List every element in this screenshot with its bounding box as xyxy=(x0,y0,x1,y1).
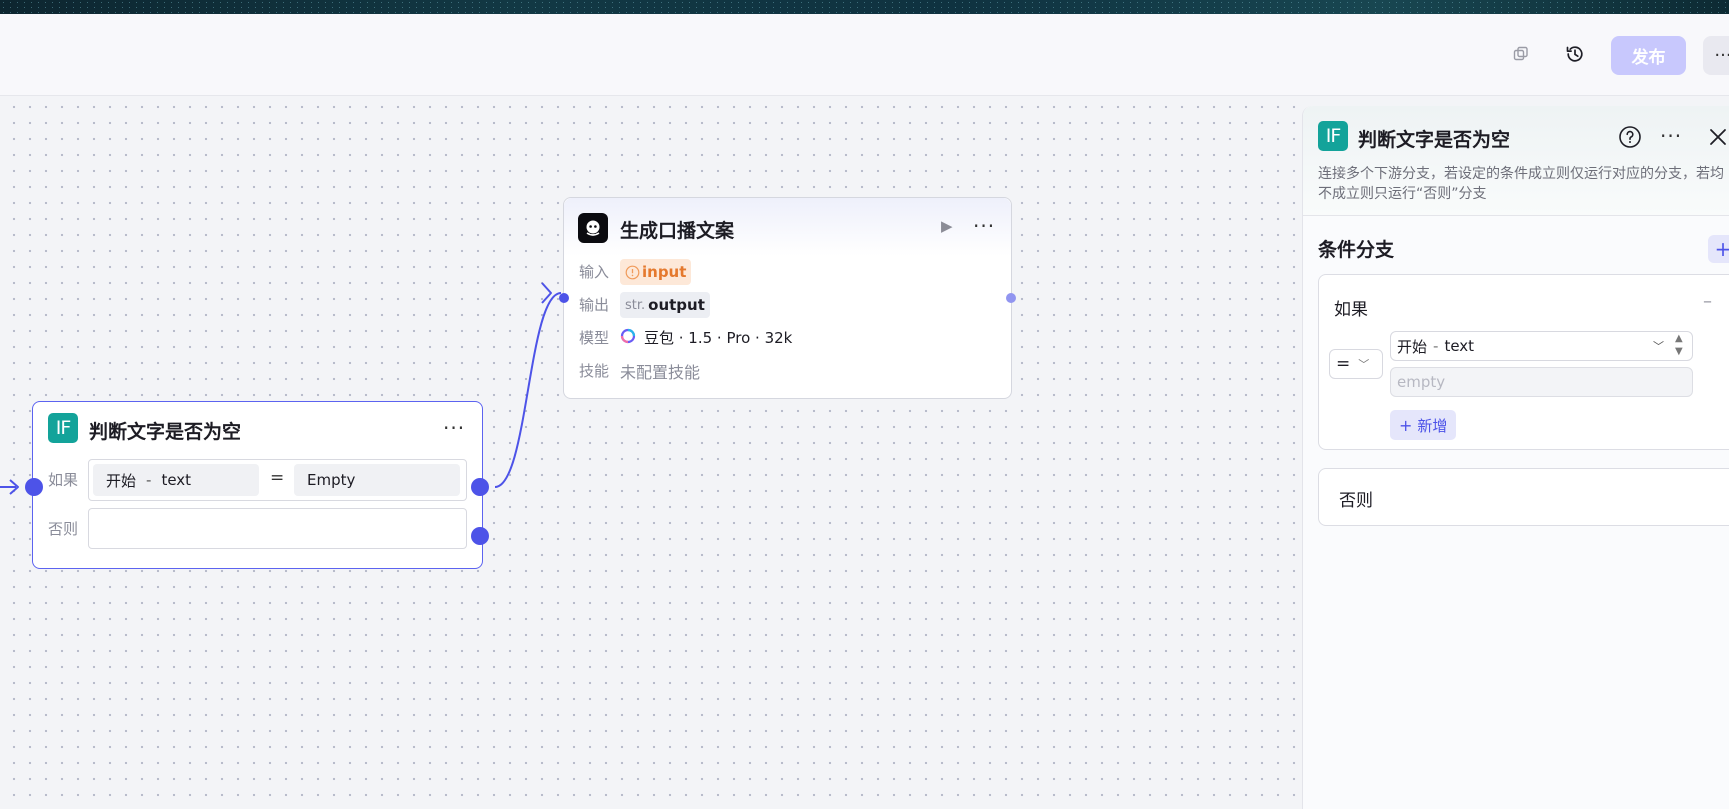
edge-condition-to-llm xyxy=(494,292,562,488)
input-value: input xyxy=(642,263,687,281)
if-badge-icon: IF xyxy=(1318,121,1348,151)
if-branch-card: 如果 – = ﹀ 开始 - text ﹀ ▲▼ empty + 新增 xyxy=(1318,274,1729,450)
history-icon[interactable] xyxy=(1557,36,1593,72)
section-title: 条件分支 xyxy=(1318,239,1395,261)
panel-description: 连接多个下游分支，若设定的条件成立则仅运行对应的分支，若均不成立则只运行“否则”… xyxy=(1318,166,1724,202)
left-operand-prefix: 开始 xyxy=(106,471,137,490)
llm-input-port[interactable] xyxy=(559,293,569,303)
workflow-canvas[interactable]: IF 判断文字是否为空 ··· 如果 开始 - text = Empty 否则 … xyxy=(0,97,1302,809)
right-operand: Empty xyxy=(294,464,460,496)
stepper-icon[interactable]: ▲▼ xyxy=(1675,333,1683,357)
output-type: str. xyxy=(625,297,646,313)
else-output-port[interactable] xyxy=(471,527,489,545)
edge-incoming-arrowhead xyxy=(9,479,19,495)
operator: = xyxy=(270,468,285,488)
copy-icon[interactable] xyxy=(1503,36,1539,72)
if-output-port[interactable] xyxy=(471,478,489,496)
close-icon[interactable] xyxy=(1707,126,1729,152)
node-config-panel: IF 判断文字是否为空 ··· 连接多个下游分支，若设定的条件成立则仅运行对应的… xyxy=(1302,106,1729,809)
if-card-label: 如果 xyxy=(1334,300,1368,320)
else-branch-card: 否则 xyxy=(1318,468,1729,526)
model-icon xyxy=(620,328,636,348)
add-condition-button[interactable]: + 新增 xyxy=(1390,410,1457,440)
add-branch-button[interactable]: + xyxy=(1708,235,1729,263)
right-placeholder: empty xyxy=(1397,373,1446,391)
input-port[interactable] xyxy=(25,478,43,496)
left-operand-sep: - xyxy=(146,471,152,489)
publish-button[interactable]: 发布 xyxy=(1611,36,1686,75)
model-label: 模型 xyxy=(579,329,610,347)
llm-node-header xyxy=(564,198,1011,256)
chevron-down-icon: ﹀ xyxy=(1653,340,1664,353)
output-tag: str. output xyxy=(620,292,710,318)
left-operand: 开始 - text xyxy=(93,464,259,496)
more-icon[interactable]: ··· xyxy=(1660,124,1683,148)
node-title: 判断文字是否为空 xyxy=(89,421,242,443)
input-label: 输入 xyxy=(579,263,610,281)
input-tag: input xyxy=(620,259,692,285)
else-card-label: 否则 xyxy=(1339,491,1373,511)
doubao-logo-icon xyxy=(578,213,608,243)
remove-branch-icon[interactable]: – xyxy=(1703,291,1712,312)
right-value-input[interactable]: empty xyxy=(1390,367,1693,397)
if-label: 如果 xyxy=(48,471,79,489)
plus-icon: + xyxy=(1399,415,1413,435)
left-field: text xyxy=(1444,337,1475,355)
llm-node[interactable]: 生成口播文案 ▶ ··· 输入 input 输出 str. output 模型 … xyxy=(563,197,1012,399)
left-prefix: 开始 xyxy=(1397,337,1428,356)
output-value: output xyxy=(648,296,705,314)
more-icon[interactable]: ··· xyxy=(443,416,466,440)
workflow-header: 发布 ··· xyxy=(0,14,1729,96)
left-operand-field: text xyxy=(161,471,192,489)
help-icon[interactable] xyxy=(1618,125,1642,153)
skill-value: 未配置技能 xyxy=(620,363,701,382)
top-banner xyxy=(0,0,1729,14)
if-condition-box[interactable]: 开始 - text = Empty xyxy=(88,459,467,501)
chevron-down-icon: ﹀ xyxy=(1358,358,1370,371)
more-icon[interactable]: ··· xyxy=(973,214,996,238)
run-icon[interactable]: ▶ xyxy=(941,217,953,235)
skill-label: 技能 xyxy=(579,362,610,380)
if-badge-icon: IF xyxy=(48,413,78,443)
edge-arrowhead xyxy=(541,282,552,304)
model-value: 豆包 · 1.5 · Pro · 32k xyxy=(644,329,793,347)
warning-icon xyxy=(625,265,640,279)
edge-layer xyxy=(0,282,562,495)
else-label: 否则 xyxy=(48,520,79,538)
operator-value: = xyxy=(1336,354,1351,374)
panel-header: IF 判断文字是否为空 ··· 连接多个下游分支，若设定的条件成立则仅运行对应的… xyxy=(1303,106,1729,216)
llm-output-port[interactable] xyxy=(1006,293,1016,303)
left-variable-select[interactable]: 开始 - text ﹀ ▲▼ xyxy=(1390,331,1693,361)
condition-node[interactable]: IF 判断文字是否为空 ··· 如果 开始 - text = Empty 否则 xyxy=(32,401,483,569)
else-condition-box[interactable] xyxy=(88,508,467,549)
more-icon[interactable]: ··· xyxy=(1703,36,1729,75)
add-condition-label: 新增 xyxy=(1417,416,1448,435)
output-label: 输出 xyxy=(579,296,610,314)
panel-title: 判断文字是否为空 xyxy=(1358,129,1511,151)
operator-select[interactable]: = ﹀ xyxy=(1329,349,1383,379)
node-title: 生成口播文案 xyxy=(620,220,735,242)
left-sep: - xyxy=(1433,337,1439,355)
